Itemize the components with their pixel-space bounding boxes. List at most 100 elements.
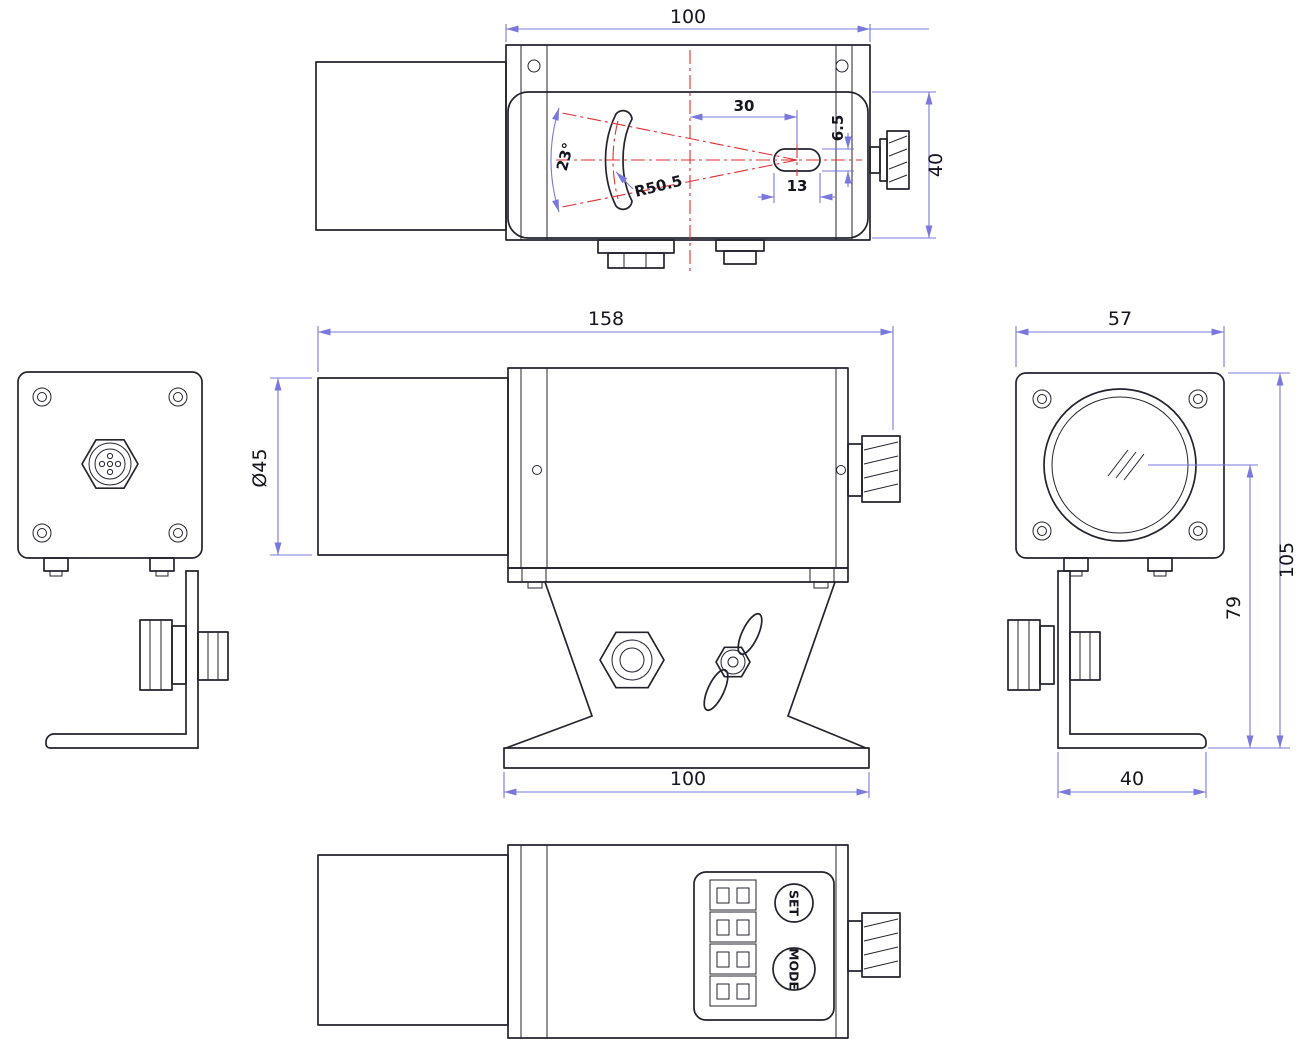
mount-tab: [1063, 557, 1089, 572]
bracket-right-edge: [787, 581, 836, 717]
bolt-nut-small: [197, 631, 229, 681]
dim-hole-offset: 30: [690, 97, 798, 145]
bolt-assembly: [1007, 619, 1101, 691]
wing-bolt-ring: [720, 649, 746, 675]
corner-screw: [1188, 389, 1208, 409]
leader-line: [615, 171, 634, 190]
screw-tip: [1153, 570, 1167, 577]
mount-plate: [507, 567, 849, 583]
thread-hatch-line: [888, 174, 908, 183]
bracket-foot-right: [787, 715, 867, 749]
wing-bolt-hex: [715, 646, 751, 678]
corner-screws: [32, 387, 188, 543]
corner-screws: [1032, 389, 1208, 541]
bracket: [45, 570, 199, 749]
dim-label-slot-height: 6.5: [829, 115, 847, 142]
mode-button-outline: [772, 947, 816, 991]
display-window: [709, 879, 757, 1007]
body-outline: [505, 44, 871, 241]
connector-neck: [869, 146, 881, 174]
sensor-face-plate: [507, 91, 869, 239]
mount-tab: [149, 557, 175, 572]
thread-hatch-line: [863, 960, 899, 970]
connector-pin: [106, 468, 114, 476]
display-digit: [709, 943, 757, 975]
gland-flange-large: [597, 239, 675, 254]
glass-hatch-line: [1123, 453, 1145, 481]
display-digit: [709, 879, 757, 911]
dim-slot-height: 6.5: [822, 115, 854, 187]
mount-screw: [809, 567, 835, 583]
screw-tip: [49, 570, 63, 577]
body-outline: [507, 844, 849, 1039]
dim-top-depth: 40: [872, 91, 947, 239]
bolt-assembly: [139, 619, 229, 691]
dim-length: 158: [317, 308, 894, 430]
dim-overall-height: 105: [1208, 372, 1298, 749]
glass-hatch-line: [1107, 449, 1129, 477]
rear-plate: [17, 371, 203, 559]
corner-screw: [37, 528, 47, 538]
dim-arc: [550, 107, 560, 213]
dim-swivel-angle: 23°: [550, 107, 578, 213]
bracket-base: [503, 747, 870, 769]
thread-hatch-line: [863, 932, 899, 942]
corner-screw: [1032, 521, 1052, 541]
dim-slot-length: 13: [758, 173, 836, 203]
bolt-nut-small: [1069, 631, 1101, 681]
dim-width: 57: [1015, 308, 1225, 367]
body-outline: [507, 367, 849, 569]
screw-hole: [836, 465, 846, 475]
mount-nut-ring: [611, 639, 653, 681]
wing-upper: [737, 612, 763, 656]
corner-screw: [1037, 394, 1047, 404]
corner-screw: [1193, 526, 1203, 536]
connector-neck: [847, 920, 863, 972]
dim-label-slot-length: 13: [787, 177, 808, 195]
barrel-outline: [317, 377, 509, 556]
digit-segment: [736, 983, 750, 1000]
corner-screw: [1193, 394, 1203, 404]
bottom-view: SET MODE: [317, 844, 901, 1039]
gland-flange-small: [715, 239, 765, 252]
barrel-outline: [315, 61, 507, 231]
dim-base-depth: 40: [1057, 752, 1207, 798]
connector-ring: [94, 448, 126, 480]
connector-hex: [81, 438, 139, 490]
corner-screw: [173, 392, 183, 402]
dim-axis-height: 79: [1148, 464, 1258, 748]
rear-connector: [81, 438, 139, 490]
dim-label-barrel-diameter: Ø45: [249, 448, 271, 487]
bracket-foot: [1057, 733, 1207, 749]
set-button-outline: [774, 883, 814, 923]
dim-label-base-width: 100: [670, 768, 706, 790]
slot-center-arc: [612, 120, 619, 200]
connector-pin: [106, 452, 114, 460]
thread-hatch-line: [863, 918, 899, 928]
dim-base-width: 100: [503, 768, 870, 798]
connector-thread: [861, 912, 901, 978]
thread-hatch-line: [888, 148, 908, 157]
beam-line-upper: [556, 111, 798, 161]
screw-tip: [155, 570, 169, 577]
corner-screw: [32, 523, 52, 543]
corner-screw: [37, 392, 47, 402]
thread-hatch-line: [888, 161, 908, 170]
connector-neck: [847, 443, 863, 497]
mount-screw: [521, 567, 547, 583]
thread-hatch-line: [863, 441, 899, 451]
mount-nut-inner: [619, 647, 645, 673]
side-view: 57: [1007, 308, 1298, 798]
screw-hole: [527, 59, 541, 73]
bracket: [503, 581, 870, 769]
glass-hatch-line: [1115, 451, 1137, 479]
mode-button: MODE: [772, 947, 816, 991]
bracket-foot-left: [505, 715, 593, 749]
digit-segment: [736, 919, 750, 936]
screw-hole: [835, 59, 849, 73]
bolt-washer: [171, 625, 187, 685]
connector-pin: [114, 460, 122, 468]
thread-hatch-line: [863, 455, 899, 465]
thread-hatch-line: [863, 946, 899, 956]
